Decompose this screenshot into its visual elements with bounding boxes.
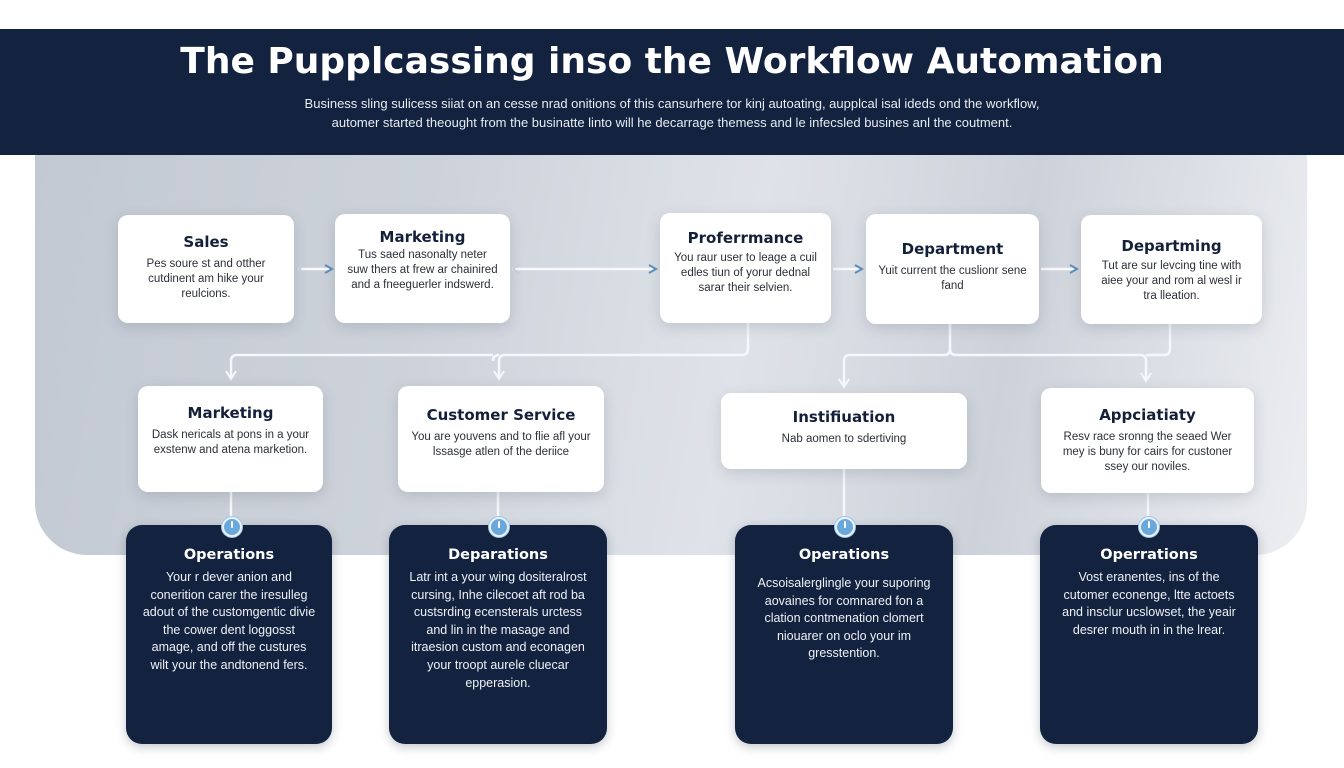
card-title: Operations: [798, 547, 890, 563]
card-instifiuation[interactable]: Instifiuation Nab aomen to sdertiving: [721, 393, 967, 469]
card-description: Pes soure st and otther cutdinent am hik…: [146, 258, 266, 300]
card-departming[interactable]: Departming Tut are sur levcing tine with…: [1081, 215, 1262, 324]
card-sales[interactable]: Sales Pes soure st and otther cutdinent …: [118, 215, 294, 323]
card-description: You are youvens and to flie afl your lss…: [411, 431, 591, 458]
card-title: Marketing: [379, 228, 466, 246]
page-subtitle: Business sling sulicess siiat on an cess…: [0, 94, 1344, 132]
card-description: Resv race sronng the seaed Wer mey is bu…: [1062, 431, 1233, 473]
card-operations-3[interactable]: Operrations Vost eranentes, ins of the c…: [1040, 525, 1258, 744]
card-title: Operations: [183, 547, 275, 563]
card-title: Department: [901, 240, 1004, 258]
subtitle-line-2: automer started theought from the busina…: [331, 115, 1013, 130]
card-description: Acsoisalerglingle your suporing aovaines…: [757, 576, 931, 661]
card-title: Deparations: [448, 547, 548, 563]
connector-node-icon: [489, 517, 509, 537]
card-title: Operrations: [1100, 547, 1198, 563]
card-description: Latr int a your wing dositeralrost cursi…: [409, 570, 587, 690]
card-description: Dask nericals at pons in a your exstenw …: [151, 429, 310, 456]
card-description: Nab aomen to sdertiving: [781, 433, 907, 445]
card-description: Vost eranentes, ins of the cutomer econe…: [1062, 570, 1236, 637]
card-description: You raur user to leage a cuil edles tiun…: [674, 252, 817, 294]
card-title: Instifiuation: [792, 408, 896, 426]
card-performance[interactable]: Proferrmance You raur user to leage a cu…: [660, 213, 831, 323]
connector-node-icon: [1139, 517, 1159, 537]
card-description: Yuit current the cuslionr sene fand: [878, 265, 1027, 292]
connector-node-icon: [835, 517, 855, 537]
card-title: Customer Service: [426, 406, 576, 424]
card-marketing-top[interactable]: Marketing Tus saed nasonalty neter suw t…: [335, 214, 510, 323]
card-description: Your r dever anion and conerition carer …: [142, 570, 316, 672]
card-marketing-middle[interactable]: Marketing Dask nericals at pons in a you…: [138, 386, 323, 492]
header-banner: The Pupplcassing inso the Workflow Autom…: [0, 29, 1344, 155]
card-customer-service[interactable]: Customer Service You are youvens and to …: [398, 386, 604, 492]
card-title: Appciatiaty: [1099, 406, 1196, 424]
card-description: Tut are sur levcing tine with aiee your …: [1101, 260, 1242, 302]
card-title: Proferrmance: [687, 229, 804, 247]
card-department[interactable]: Department Yuit current the cuslionr sen…: [866, 214, 1039, 324]
card-appciatiaty[interactable]: Appciatiaty Resv race sronng the seaed W…: [1041, 388, 1254, 493]
card-description: Tus saed nasonalty neter suw thers at fr…: [347, 249, 498, 291]
page-title: The Pupplcassing inso the Workflow Autom…: [180, 41, 1164, 82]
card-operations-1[interactable]: Operations Your r dever anion and coneri…: [126, 525, 332, 744]
card-operations-2[interactable]: Operations Acsoisalerglingle your supori…: [735, 525, 953, 744]
card-title: Sales: [183, 233, 229, 251]
subtitle-line-1: Business sling sulicess siiat on an cess…: [304, 96, 1040, 111]
card-deparations[interactable]: Deparations Latr int a your wing dositer…: [389, 525, 607, 744]
card-title: Departming: [1121, 237, 1222, 255]
connector-node-icon: [222, 517, 242, 537]
card-title: Marketing: [187, 404, 274, 422]
